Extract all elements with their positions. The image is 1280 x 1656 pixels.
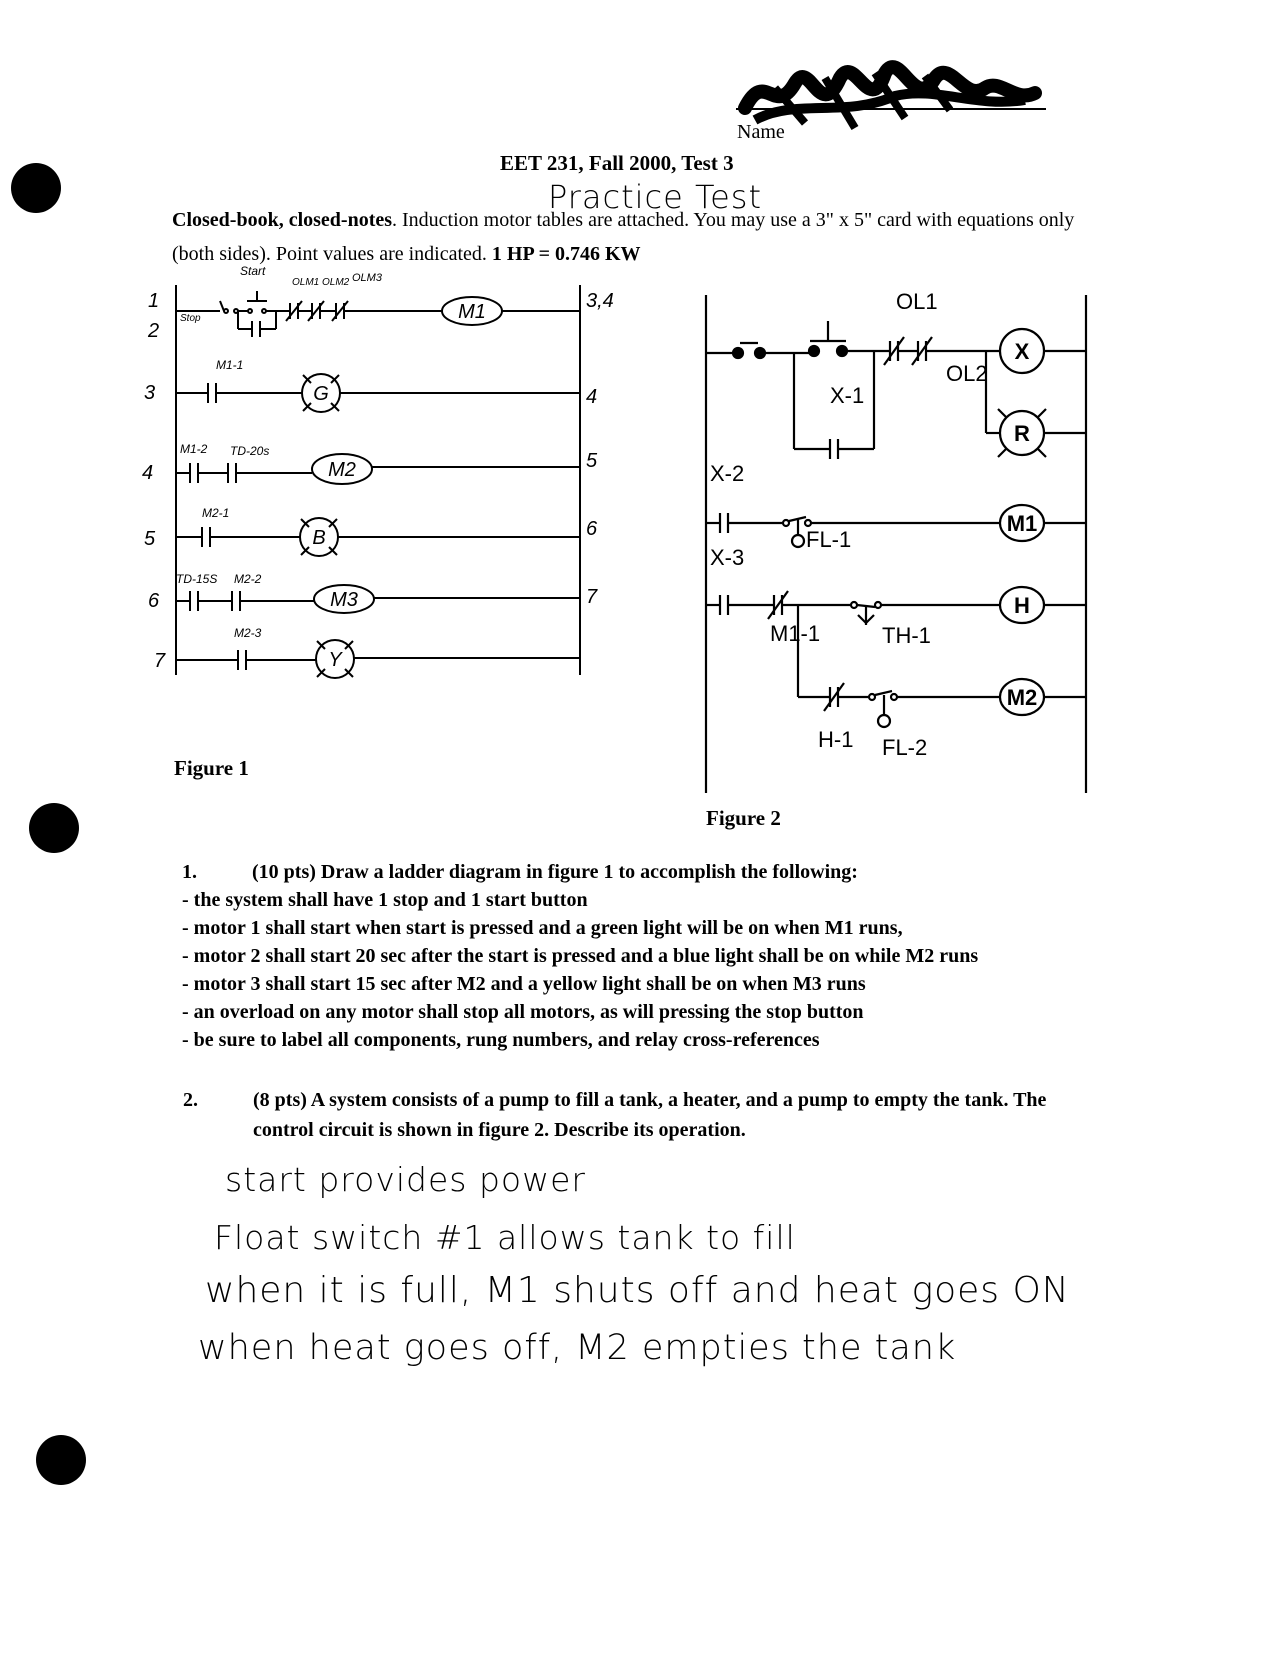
cross-reference: 6 (586, 518, 598, 540)
coil-label: M3 (330, 589, 358, 611)
answer-line: when it is full, M1 shuts off and heat g… (205, 1270, 1070, 1311)
lamp-label: B (312, 527, 325, 549)
requirement-item: - motor 1 shall start when start is pres… (182, 917, 903, 939)
question-1: 1. (10 pts) Draw a ladder diagram in figu… (182, 858, 1082, 1054)
x1-label: X-1 (830, 383, 864, 408)
punch-hole-top (11, 163, 61, 213)
rung-number: 5 (144, 528, 156, 550)
question-prompt: (8 pts) A system consists of a pump to f… (253, 1089, 1047, 1141)
punch-hole-bottom (36, 1435, 86, 1485)
lamp-label: G (313, 383, 329, 405)
question-prompt: (10 pts) Draw a ladder diagram in figure… (252, 861, 858, 883)
intro-bold-rules: Closed-book, closed-notes (172, 209, 393, 231)
figure-1-ladder-diagram: 1 2 3 4 5 6 7 3,4 4 5 6 7 Start Stop OLM… (142, 265, 614, 679)
question-1-prompt-line: 1. (10 pts) Draw a ladder diagram in figu… (182, 858, 1082, 886)
coil-m1-label: M1 (1007, 511, 1038, 536)
figure-2-caption: Figure 2 (706, 806, 781, 830)
question-number: 2. (183, 1089, 198, 1111)
coil-x-label: X (1015, 339, 1030, 364)
name-line (736, 108, 1046, 110)
test-title: EET 231, Fall 2000, Test 3 (500, 151, 734, 175)
overload-label: OLM3 (352, 272, 383, 284)
coil-m2-label: M2 (1007, 685, 1038, 710)
rung-number: 2 (147, 320, 159, 342)
fl2-label: FL-2 (882, 735, 927, 760)
intro-paragraph: Closed-book, closed-notes. Induction mot… (172, 203, 1092, 271)
timer-label: TD-20s (230, 444, 269, 458)
rung-number: 1 (148, 290, 159, 312)
rung-number: 3 (144, 382, 155, 404)
stop-label: Stop (180, 313, 201, 324)
lamp-r-label: R (1014, 421, 1030, 446)
rung-number: 6 (148, 590, 160, 612)
cross-reference: 5 (586, 450, 598, 472)
coil-label: M2 (328, 459, 356, 481)
figure-2-ladder-diagram: OL1 OL2 X-1 X-2 FL-1 X-3 M1-1 TH-1 H-1 F… (704, 289, 1088, 793)
overload-label: OLM2 (322, 277, 350, 288)
question-number: 1. (182, 861, 197, 883)
requirement-item: - motor 2 shall start 20 sec after the s… (182, 945, 979, 967)
contact-label: M1-1 (216, 358, 243, 372)
contact-label: M2-3 (234, 626, 262, 640)
cross-reference: 4 (586, 386, 597, 408)
fl1-label: FL-1 (806, 527, 851, 552)
intro-text: . Induction motor tables are attached. Y… (172, 209, 1075, 265)
intro-hp-conversion: 1 HP = 0.746 KW (491, 243, 641, 265)
name-label: Name (737, 121, 785, 143)
question-2: 2. (8 pts) A system consists of a pump to… (183, 1085, 1103, 1145)
practice-test-heading: Practice Test (548, 178, 762, 216)
figure-1-caption: Figure 1 (174, 756, 249, 780)
contact-label: M2-2 (234, 572, 262, 586)
answer-line: when heat goes off, M2 empties the tank (198, 1328, 957, 1368)
ol1-label: OL1 (896, 289, 938, 314)
contact-label: M2-1 (202, 506, 229, 520)
requirement-item: - be sure to label all components, rung … (182, 1029, 820, 1051)
h1-label: H-1 (818, 727, 853, 752)
overload-label: OLM1 (292, 277, 319, 288)
ol2-label: OL2 (946, 361, 988, 386)
answer-line: Float switch #1 allows tank to fill (214, 1218, 796, 1257)
rung-number: 4 (142, 462, 153, 484)
requirement-item: - an overload on any motor shall stop al… (182, 1001, 864, 1023)
lamp-label: Y (328, 649, 343, 671)
start-label: Start (240, 265, 266, 278)
heater-h-label: H (1014, 593, 1030, 618)
contact-label: M1-2 (180, 442, 208, 456)
punch-hole-middle (29, 803, 79, 853)
x2-label: X-2 (710, 461, 744, 486)
cross-reference: 3,4 (586, 290, 614, 312)
cross-reference: 7 (586, 586, 598, 608)
m1-1-label: M1-1 (770, 621, 820, 646)
rung-number: 7 (154, 650, 166, 672)
timer-label: TD-15S (176, 572, 217, 586)
requirement-item: - the system shall have 1 stop and 1 sta… (182, 889, 588, 911)
requirement-item: - motor 3 shall start 15 sec after M2 an… (182, 973, 866, 995)
th1-label: TH-1 (882, 623, 931, 648)
answer-line: start provides power (225, 1160, 586, 1199)
coil-label: M1 (458, 301, 486, 323)
x3-label: X-3 (710, 545, 744, 570)
